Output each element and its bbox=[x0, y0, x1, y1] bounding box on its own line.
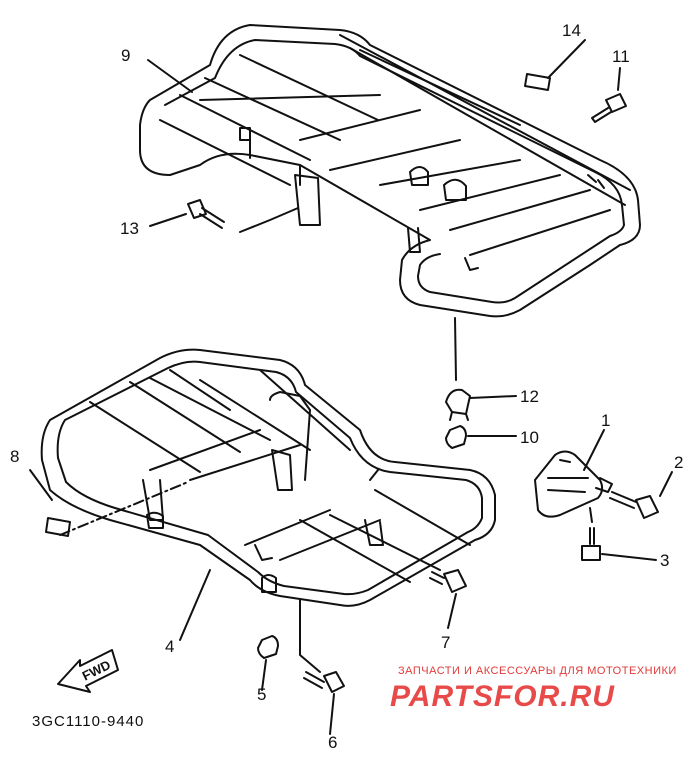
callout-8: 8 bbox=[10, 447, 19, 466]
bolt-2 bbox=[609, 491, 659, 519]
callout-7: 7 bbox=[441, 633, 450, 652]
part-code: 3GC1110-9440 bbox=[32, 713, 144, 730]
collar-5 bbox=[257, 635, 279, 659]
clip-12 bbox=[445, 388, 471, 421]
fwd-arrow-icon bbox=[57, 649, 119, 693]
leader-13-line bbox=[239, 207, 299, 233]
bolt-6 bbox=[299, 599, 345, 693]
bolt-11 bbox=[591, 93, 627, 123]
watermark-logo: PARTSFOR.RU bbox=[390, 680, 615, 713]
callout-2: 2 bbox=[674, 453, 683, 472]
label-plate-8 bbox=[45, 517, 71, 537]
callout-1: 1 bbox=[601, 411, 610, 430]
front-carrier bbox=[40, 348, 496, 607]
callout-9: 9 bbox=[121, 46, 130, 65]
callout-6: 6 bbox=[328, 733, 337, 752]
leader-8-dashed bbox=[59, 481, 189, 536]
callout-12: 12 bbox=[520, 387, 539, 406]
callout-3: 3 bbox=[660, 551, 669, 570]
callout-11: 11 bbox=[612, 47, 630, 66]
watermark-tagline: ЗАПЧАСТИ И АКСЕССУАРЫ ДЛЯ МОТОТЕХНИКИ bbox=[398, 665, 677, 677]
bolt-7 bbox=[429, 569, 467, 593]
bracket-1 bbox=[534, 450, 613, 523]
leader-2-line bbox=[659, 471, 673, 497]
collar-10 bbox=[445, 425, 467, 449]
callout-10: 10 bbox=[520, 428, 539, 447]
callout-13: 13 bbox=[120, 219, 139, 238]
bolt-13 bbox=[187, 199, 225, 229]
bolt-3 bbox=[581, 527, 601, 561]
callout-5: 5 bbox=[257, 685, 266, 704]
fwd-label: FWD bbox=[80, 657, 113, 683]
callout-14: 14 bbox=[562, 21, 581, 40]
rear-carrier bbox=[139, 24, 641, 318]
label-plate-14 bbox=[524, 73, 551, 91]
leader-12-line bbox=[454, 317, 457, 381]
leader-1-line bbox=[583, 429, 605, 471]
callout-4: 4 bbox=[165, 637, 174, 656]
